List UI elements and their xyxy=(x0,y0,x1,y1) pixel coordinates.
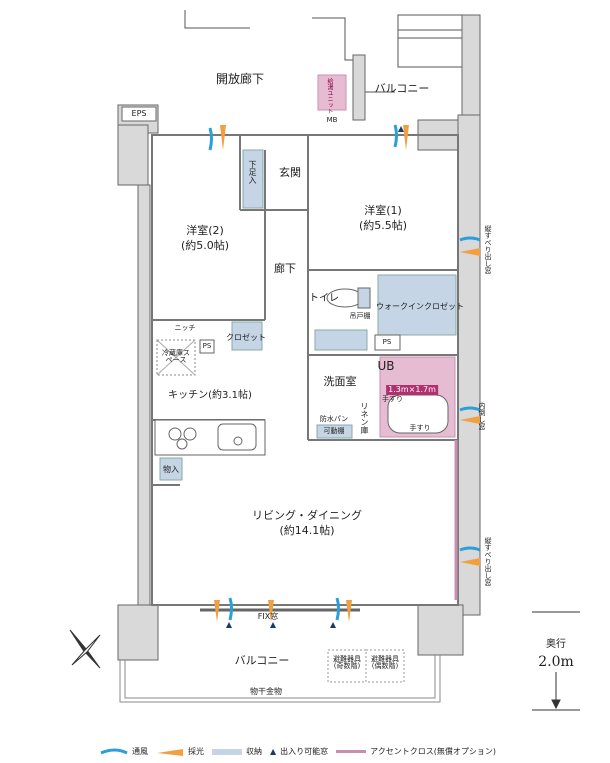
ps-left-label: PS xyxy=(202,342,212,350)
daylight-markers xyxy=(214,125,480,622)
handrail-label: 手すり xyxy=(409,424,431,432)
light-icon xyxy=(157,748,183,756)
storage-swatch xyxy=(212,748,242,755)
handrail-label: 手すり xyxy=(382,395,403,403)
access-window-markers xyxy=(226,126,404,628)
depth-value: 2.0m xyxy=(538,654,574,670)
eps-label: EPS xyxy=(131,109,147,118)
balcony-bottom-label: バルコニー xyxy=(234,654,290,667)
ps-right-label: PS xyxy=(382,338,392,346)
wind-icon xyxy=(100,748,128,754)
toilet-label: トイレ xyxy=(309,293,339,304)
shoe-storage-label: 下足入 xyxy=(248,160,257,184)
hallway-label: 廊下 xyxy=(274,262,296,275)
depth-label: 奥行 xyxy=(546,639,566,650)
kitchen-label: キッチン(約3.1帖) xyxy=(168,390,252,401)
water-heater-label: 給湯ユニット xyxy=(326,78,333,114)
escape-equipment-even: 避難器具 (偶数階) xyxy=(371,655,399,670)
escape-equipment-odd: 避難器具 (奇数階) xyxy=(333,655,361,670)
western-room-1-name: 洋室(1) xyxy=(364,204,402,217)
window-type-label: 縦すべり出し窓 xyxy=(484,537,492,586)
hanging-shelf-label: 吊戸棚 xyxy=(349,312,371,320)
ub-size-label: 1.3m×1.7m xyxy=(386,385,438,395)
living-dining-name: リビング・ダイニング xyxy=(252,509,362,522)
window-type-label: 縦すべり出し窓 xyxy=(484,225,492,274)
western-room-2-name: 洋室(2) xyxy=(186,224,224,237)
movable-shelf-label: 可動棚 xyxy=(323,427,345,435)
legend-storage: 収納 xyxy=(212,746,262,757)
triangle-icon: ▲ xyxy=(270,747,277,756)
open-corridor-label: 開放廊下 xyxy=(215,72,265,86)
legend-access-window: ▲出入り可能窓 xyxy=(270,746,328,757)
legend-label: 通風 xyxy=(132,747,148,756)
western-room-2-size: (約5.0帖) xyxy=(180,239,230,252)
storage-areas xyxy=(159,149,457,481)
laundry-hardware-label: 物干金物 xyxy=(250,687,282,696)
ventilation-markers xyxy=(208,124,481,621)
storage-label: 物入 xyxy=(163,465,179,474)
waterproof-pan-label: 防水パン xyxy=(319,415,349,423)
balcony-rails xyxy=(119,655,441,703)
legend-daylight: 採光 xyxy=(156,746,204,757)
legend-label: アクセントクロス(無償オプション) xyxy=(370,747,496,756)
structural-walls xyxy=(117,14,481,661)
window-type-label: 内倒し窓 xyxy=(478,402,486,430)
balcony-top-label: バルコニー xyxy=(374,82,430,95)
compass-icon xyxy=(69,629,101,669)
linen-closet-label: リネン庫 xyxy=(360,402,369,434)
accent-swatch xyxy=(336,750,367,753)
niche-label: ニッチ xyxy=(174,324,196,332)
legend-label: 出入り可能窓 xyxy=(280,747,329,756)
legend-label: 採光 xyxy=(188,747,204,756)
corridor-wall xyxy=(184,10,250,29)
washroom-label: 洗面室 xyxy=(323,375,357,388)
walk-in-closet-label: ウォークインクロゼット xyxy=(376,302,464,311)
depth-marker xyxy=(532,611,580,711)
western-room-1-size: (約5.5帖) xyxy=(358,219,408,232)
living-dining-size: (約14.1帖) xyxy=(279,524,335,537)
fridge-space-label: 冷蔵庫スペース xyxy=(162,349,190,364)
legend-ventilation: 通風 xyxy=(100,746,148,757)
closet-label: クロゼット xyxy=(226,333,266,342)
entrance-label: 玄関 xyxy=(279,166,301,179)
mb-label: MB xyxy=(326,116,338,124)
legend-accent-cloth: アクセントクロス(無償オプション) xyxy=(336,746,496,757)
fix-window-label: FIX窓 xyxy=(257,612,279,621)
legend: 通風 採光 収納 ▲出入り可能窓 アクセントクロス(無償オプション) xyxy=(100,746,496,757)
ub-label: UB xyxy=(377,359,395,373)
legend-label: 収納 xyxy=(246,747,262,756)
water-heater-unit xyxy=(317,74,347,111)
